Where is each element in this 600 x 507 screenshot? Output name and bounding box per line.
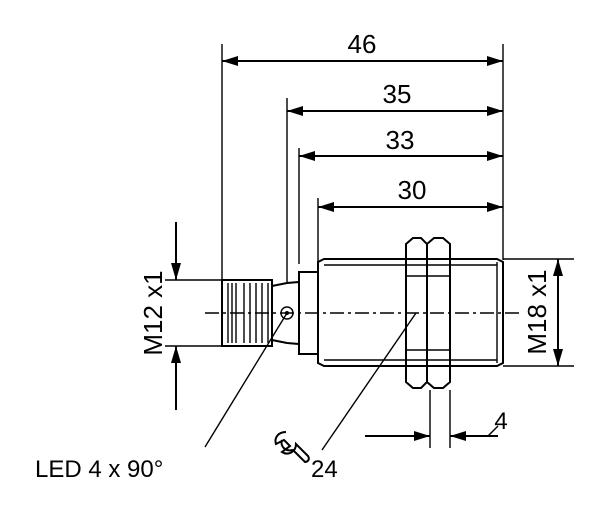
- dimension-35-label: 35: [383, 79, 412, 109]
- led-label: LED 4 x 90°: [35, 456, 163, 483]
- dimension-33: 33: [299, 125, 503, 161]
- extension-lines: [221, 44, 504, 448]
- dimension-m18: M18 x1: [503, 258, 574, 367]
- dimension-33-label: 33: [386, 125, 415, 155]
- dimension-4-label: 4: [494, 408, 507, 435]
- wrench-icon: [274, 431, 310, 464]
- leader-lines: [204, 312, 417, 451]
- dimension-46-label: 46: [348, 29, 377, 59]
- dimension-30: 30: [318, 175, 503, 212]
- dimension-m12: M12 x1: [138, 222, 240, 410]
- m12-thread-label: M12 x1: [138, 270, 168, 355]
- dimension-30-label: 30: [398, 175, 427, 205]
- dimension-46: 46: [222, 29, 503, 66]
- dimension-35: 35: [287, 79, 503, 116]
- dimension-4: 4: [365, 408, 508, 441]
- m18-thread-label: M18 x1: [522, 269, 552, 354]
- wrench-size-label: 24: [311, 456, 338, 483]
